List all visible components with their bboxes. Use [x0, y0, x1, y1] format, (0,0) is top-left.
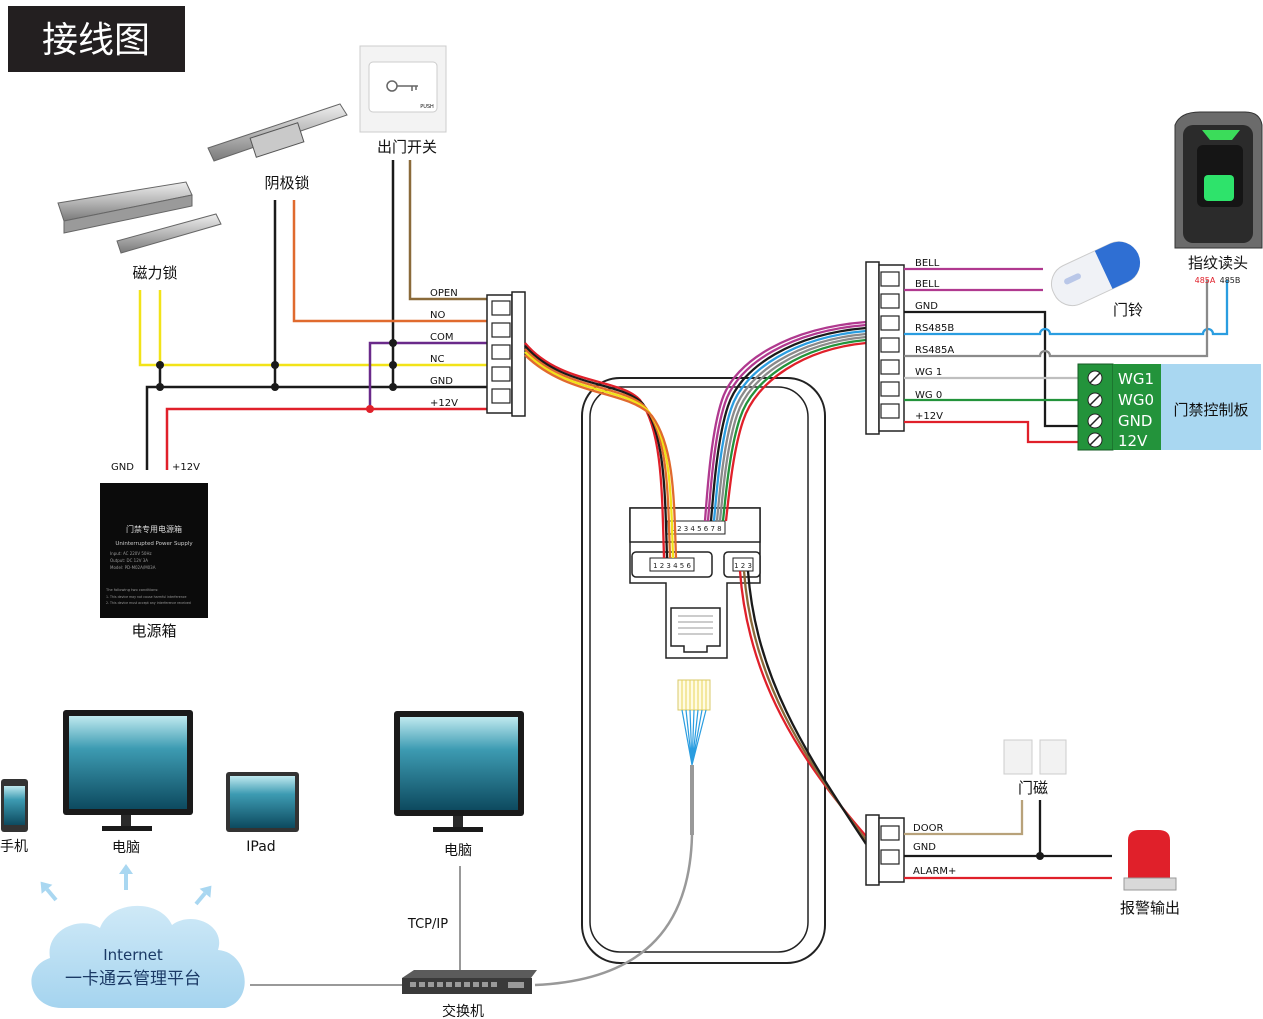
left-wiring [138, 160, 487, 470]
board-gnd: GND [1118, 412, 1152, 430]
bottom-wiring [904, 800, 1112, 880]
alarm-siren: 报警输出 [1120, 830, 1180, 917]
push-text: PUSH [420, 104, 434, 110]
computer-left-label: 电脑 [112, 840, 140, 856]
strike-lock: 阴极锁 [207, 103, 348, 192]
ipad: IPad [226, 772, 299, 855]
exit-button: PUSH 出门开关 [359, 45, 447, 156]
upload-arrows [40, 864, 212, 906]
terminal-wg0: WG 0 [915, 390, 942, 401]
terminal-rs485a: RS485A [915, 345, 954, 356]
terminal-gnd: GND [430, 376, 453, 387]
network-cable [534, 679, 711, 987]
terminal-door: DOOR [913, 823, 943, 834]
terminal-alarm: ALARM+ [913, 866, 956, 877]
ribbon-cables [524, 320, 867, 845]
psu-12v-label: +12V [172, 462, 200, 473]
computer-right: 电脑 [394, 711, 524, 859]
terminal-open: OPEN [430, 288, 458, 299]
terminal-com: COM [430, 332, 453, 343]
phone-label: 手机 [0, 839, 28, 855]
fp-485b-label: 485B [1220, 276, 1241, 285]
magnetic-lock: 磁力锁 [57, 181, 222, 282]
terminal-12v-right: +12V [915, 411, 943, 422]
switch-links: TCP/IP [250, 866, 461, 986]
doorbell: 门铃 [1050, 241, 1143, 319]
psu-input: Input: AC 220V 50Hz [110, 551, 152, 556]
access-board-label: 门禁控制板 [1173, 401, 1248, 419]
doorbell-label: 门铃 [1113, 301, 1143, 319]
psu-gnd-label: GND [111, 462, 134, 473]
psu-title: 门禁专用电源箱 [126, 524, 182, 534]
board-wg0: WG0 [1118, 391, 1154, 409]
board-wg1: WG1 [1118, 370, 1154, 388]
phone: 手机 [0, 779, 28, 855]
cloud-platform: Internet 一卡通云管理平台 [31, 905, 245, 1008]
access-control-board: WG1 WG0 GND 12V 门禁控制板 [1077, 363, 1261, 451]
computer-right-label: 电脑 [444, 843, 472, 859]
terminal-nc: NC [430, 354, 444, 365]
fingerprint-label: 指纹读头 [1188, 254, 1248, 272]
psu-line2: 2. This device must accept any interfere… [106, 601, 191, 605]
psu-line1: 1. This device may not cause harmful int… [106, 595, 186, 599]
fingerprint-reader: 指纹读头 485A 485B [1174, 111, 1263, 285]
port-top-pins: 1 2 3 4 5 6 7 8 [670, 525, 721, 533]
psu-notice: The following two conditions: [105, 588, 159, 592]
alarm-label: 报警输出 [1120, 899, 1180, 917]
terminal-12v: +12V [430, 398, 458, 409]
right-connector: BELL BELL GND RS485B RS485A WG 1 WG 0 +1… [865, 258, 954, 435]
cloud-platform-label: 一卡通云管理平台 [65, 969, 201, 989]
ipad-label: IPad [246, 839, 275, 855]
terminal-gnd-bottom: GND [913, 842, 936, 853]
door-sensor-label: 门磁 [1018, 779, 1048, 797]
terminal-bell-1: BELL [915, 258, 940, 269]
terminal-rs485b: RS485B [915, 323, 954, 334]
tcpip-label: TCP/IP [407, 917, 448, 932]
terminal-gnd-right: GND [915, 301, 938, 312]
fp-485a-label: 485A [1195, 276, 1216, 285]
computer-left: 电脑 [63, 710, 193, 856]
port-right-pins: 1 2 3 [734, 562, 752, 570]
power-supply-label: 电源箱 [131, 622, 176, 640]
psu-model: Model: PD-M02A/M03A [110, 565, 156, 570]
board-12v: 12V [1118, 432, 1148, 450]
left-connector: OPEN NO COM NC GND +12V [430, 288, 526, 417]
psu-output: Output: DC 12V 3A [110, 558, 148, 563]
door-sensor: 门磁 [1003, 739, 1067, 797]
bottom-connector: DOOR GND ALARM+ [865, 814, 956, 886]
right-wiring [904, 267, 1229, 444]
reader-device: 1 2 3 4 5 6 7 8 1 2 3 4 5 6 1 2 3 [581, 377, 826, 964]
title-block: 接线图 [8, 6, 185, 72]
strike-lock-label: 阴极锁 [264, 174, 309, 192]
switch-label: 交换机 [442, 1003, 484, 1019]
power-supply: GND +12V 门禁专用电源箱 Uninterrupted Power Sup… [100, 462, 208, 640]
terminal-wg1: WG 1 [915, 367, 942, 378]
magnetic-lock-label: 磁力锁 [132, 264, 177, 282]
psu-subtitle: Uninterrupted Power Supply [115, 541, 193, 547]
port-left-pins: 1 2 3 4 5 6 [653, 562, 691, 570]
diagram-title: 接线图 [42, 20, 150, 61]
network-switch: 交换机 [402, 970, 537, 1019]
exit-button-label: 出门开关 [377, 138, 437, 156]
terminal-no: NO [430, 310, 445, 321]
terminal-bell-2: BELL [915, 279, 940, 290]
cloud-internet: Internet [103, 946, 163, 964]
